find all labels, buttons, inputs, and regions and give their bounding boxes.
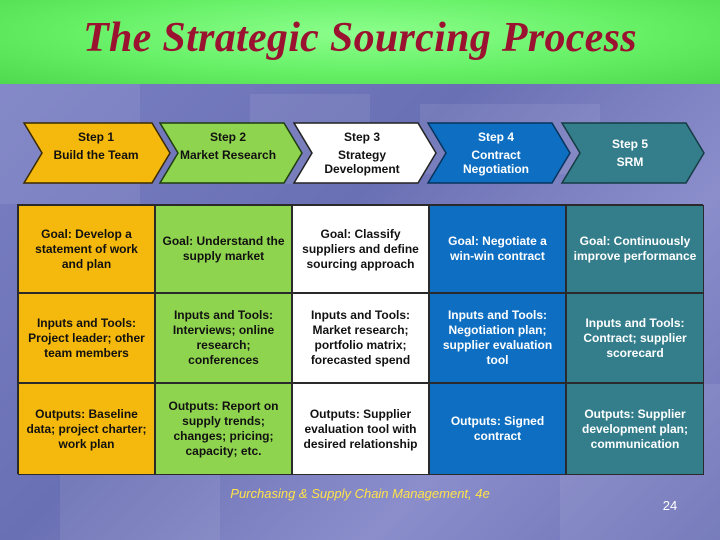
inputs-cell-step-5: Inputs and Tools: Contract; supplier sco… <box>566 293 704 383</box>
step-1-label: Step 1 <box>77 130 114 144</box>
goal-cell-step-4: Goal: Negotiate a win-win contract <box>429 205 566 293</box>
step-4-text: Step 4 Contract Negotiation <box>446 130 546 176</box>
step-3-name: Strategy Development <box>324 148 400 176</box>
inputs-cell-step-2: Inputs and Tools: Interviews; online res… <box>155 293 292 383</box>
step-arrows: Step 1 Build the Team Step 2 Market Rese… <box>0 0 720 200</box>
outputs-cell-step-3: Outputs: Supplier evaluation tool with d… <box>292 383 429 475</box>
step-2-label: Step 2 <box>209 130 246 144</box>
inputs-cell-step-4: Inputs and Tools: Negotiation plan; supp… <box>429 293 566 383</box>
footer-citation: Purchasing & Supply Chain Management, 4e <box>230 486 490 501</box>
step-2-arrow <box>158 122 303 184</box>
outputs-cell-step-4: Outputs: Signed contract <box>429 383 566 475</box>
step-5-name: SRM <box>616 155 644 169</box>
inputs-cell-step-1: Inputs and Tools: Project leader; other … <box>18 293 155 383</box>
step-4-label: Step 4 <box>477 130 514 144</box>
outputs-cell-step-5: Outputs: Supplier development plan; comm… <box>566 383 704 475</box>
outputs-cell-step-2: Outputs: Report on supply trends; change… <box>155 383 292 475</box>
step-3-arrow <box>292 122 437 184</box>
goal-cell-step-2: Goal: Understand the supply market <box>155 205 292 293</box>
step-1-arrow <box>22 122 171 184</box>
step-2-text: Step 2 Market Research <box>178 130 278 162</box>
goal-cell-step-5: Goal: Continuously improve performance <box>566 205 704 293</box>
slide-title: The Strategic Sourcing Process <box>83 15 637 61</box>
step-4-name: Contract Negotiation <box>463 148 529 176</box>
step-1-text: Step 1 Build the Team <box>46 130 146 162</box>
outputs-cell-step-1: Outputs: Baseline data; project charter;… <box>18 383 155 475</box>
title-bar: The Strategic Sourcing Process <box>0 0 720 84</box>
step-2-name: Market Research <box>179 148 277 162</box>
step-1-name: Build the Team <box>53 148 139 162</box>
goal-cell-step-3: Goal: Classify suppliers and define sour… <box>292 205 429 293</box>
goal-cell-step-1: Goal: Develop a statement of work and pl… <box>18 205 155 293</box>
page-number: 24 <box>662 498 678 513</box>
step-3-label: Step 3 <box>343 130 380 144</box>
step-3-text: Step 3 Strategy Development <box>312 130 412 176</box>
step-5-label: Step 5 <box>611 137 648 151</box>
step-4-arrow <box>426 122 571 184</box>
step-5-text: Step 5 SRM <box>580 137 680 169</box>
step-5-arrow <box>560 122 705 184</box>
inputs-cell-step-3: Inputs and Tools: Market research; portf… <box>292 293 429 383</box>
sourcing-table: Goal: Develop a statement of work and pl… <box>17 204 704 475</box>
